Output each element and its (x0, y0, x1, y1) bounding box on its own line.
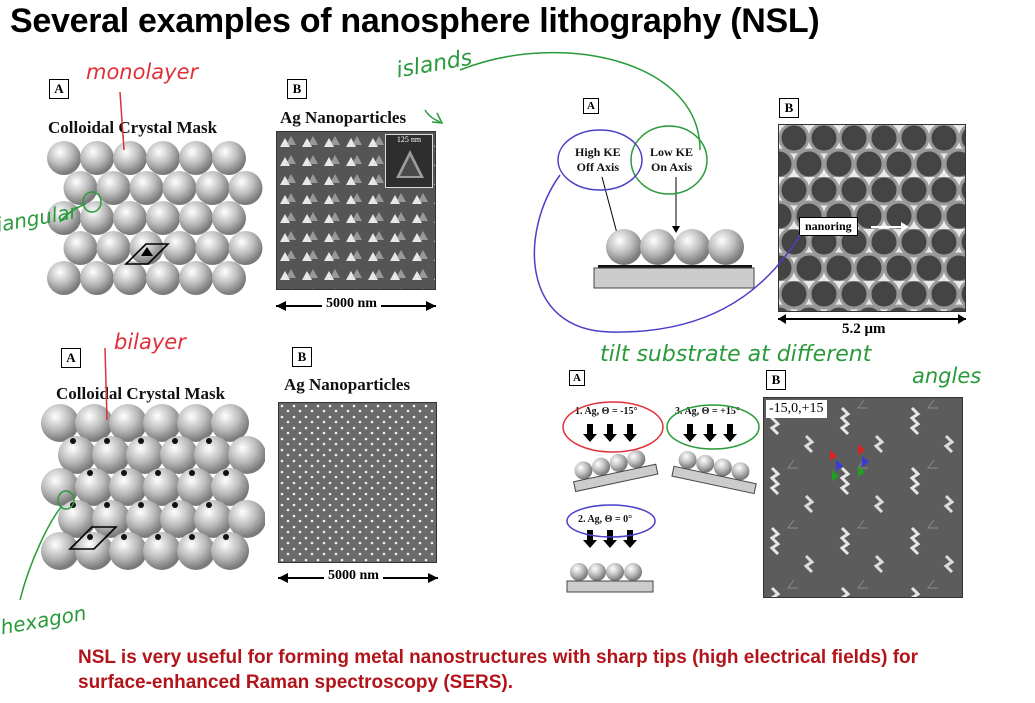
scalebar-bottom: 5000 nm (278, 568, 438, 588)
step3-label: 3. Ag, Θ = +15° (675, 406, 740, 417)
panel-label-a-tilt: A (569, 370, 585, 386)
nanoring-sem-image: nanoring (778, 124, 966, 312)
step1-label: 1. Ag, Θ = -15° (575, 406, 638, 417)
inset-image: 125 nm (385, 134, 433, 188)
annotation-monolayer: monolayer (86, 60, 199, 84)
monolayer-sphere-mask (47, 141, 263, 295)
scalebar-right: 5.2 μm (778, 309, 966, 338)
scalebar-bottom-label: 5000 nm (324, 568, 383, 584)
panel-label-a-top: A (49, 79, 69, 99)
mask-title-bottom: Colloidal Crystal Mask (56, 384, 226, 403)
annotation-angles: angles (912, 364, 982, 388)
sers-caption: NSL is very useful for forming metal nan… (78, 647, 919, 693)
scalebar-top-label: 5000 nm (322, 296, 381, 312)
annotation-bilayer: bilayer (114, 330, 186, 354)
inset-scale-label: 125 nm (396, 135, 422, 144)
panel-label-a-bottom: A (61, 348, 81, 368)
scalebar-top: 5000 nm (276, 296, 436, 316)
tilt-diagram (566, 424, 757, 593)
bilayer-sphere-mask (41, 404, 265, 570)
panel-label-b-top: B (287, 79, 307, 99)
panel-label-b-tilt: B (766, 370, 786, 390)
mask-title-top: Colloidal Crystal Mask (48, 118, 218, 137)
ag-sem-image-bottom (278, 402, 437, 563)
tilt-sem-image: -15,0,+15 (763, 397, 963, 598)
panel-label-a-right: A (583, 98, 599, 114)
deposition-diagram (593, 176, 755, 289)
page-title: Several examples of nanosphere lithograp… (10, 2, 820, 40)
step2-label: 2. Ag, Θ = 0° (578, 514, 633, 525)
ag-title-top: Ag Nanoparticles (280, 108, 407, 127)
tilt-angles-label: -15,0,+15 (766, 400, 827, 418)
panel-label-b-right: B (779, 98, 799, 118)
ag-title-bottom: Ag Nanoparticles (284, 375, 411, 394)
panel-label-b-bottom: B (292, 347, 312, 367)
annotation-tilt: tilt substrate at different (600, 342, 872, 367)
nanoring-label: nanoring (799, 217, 858, 236)
scalebar-right-label: 5.2 μm (838, 321, 890, 338)
ag-sem-image-top: 125 nm (276, 131, 436, 290)
